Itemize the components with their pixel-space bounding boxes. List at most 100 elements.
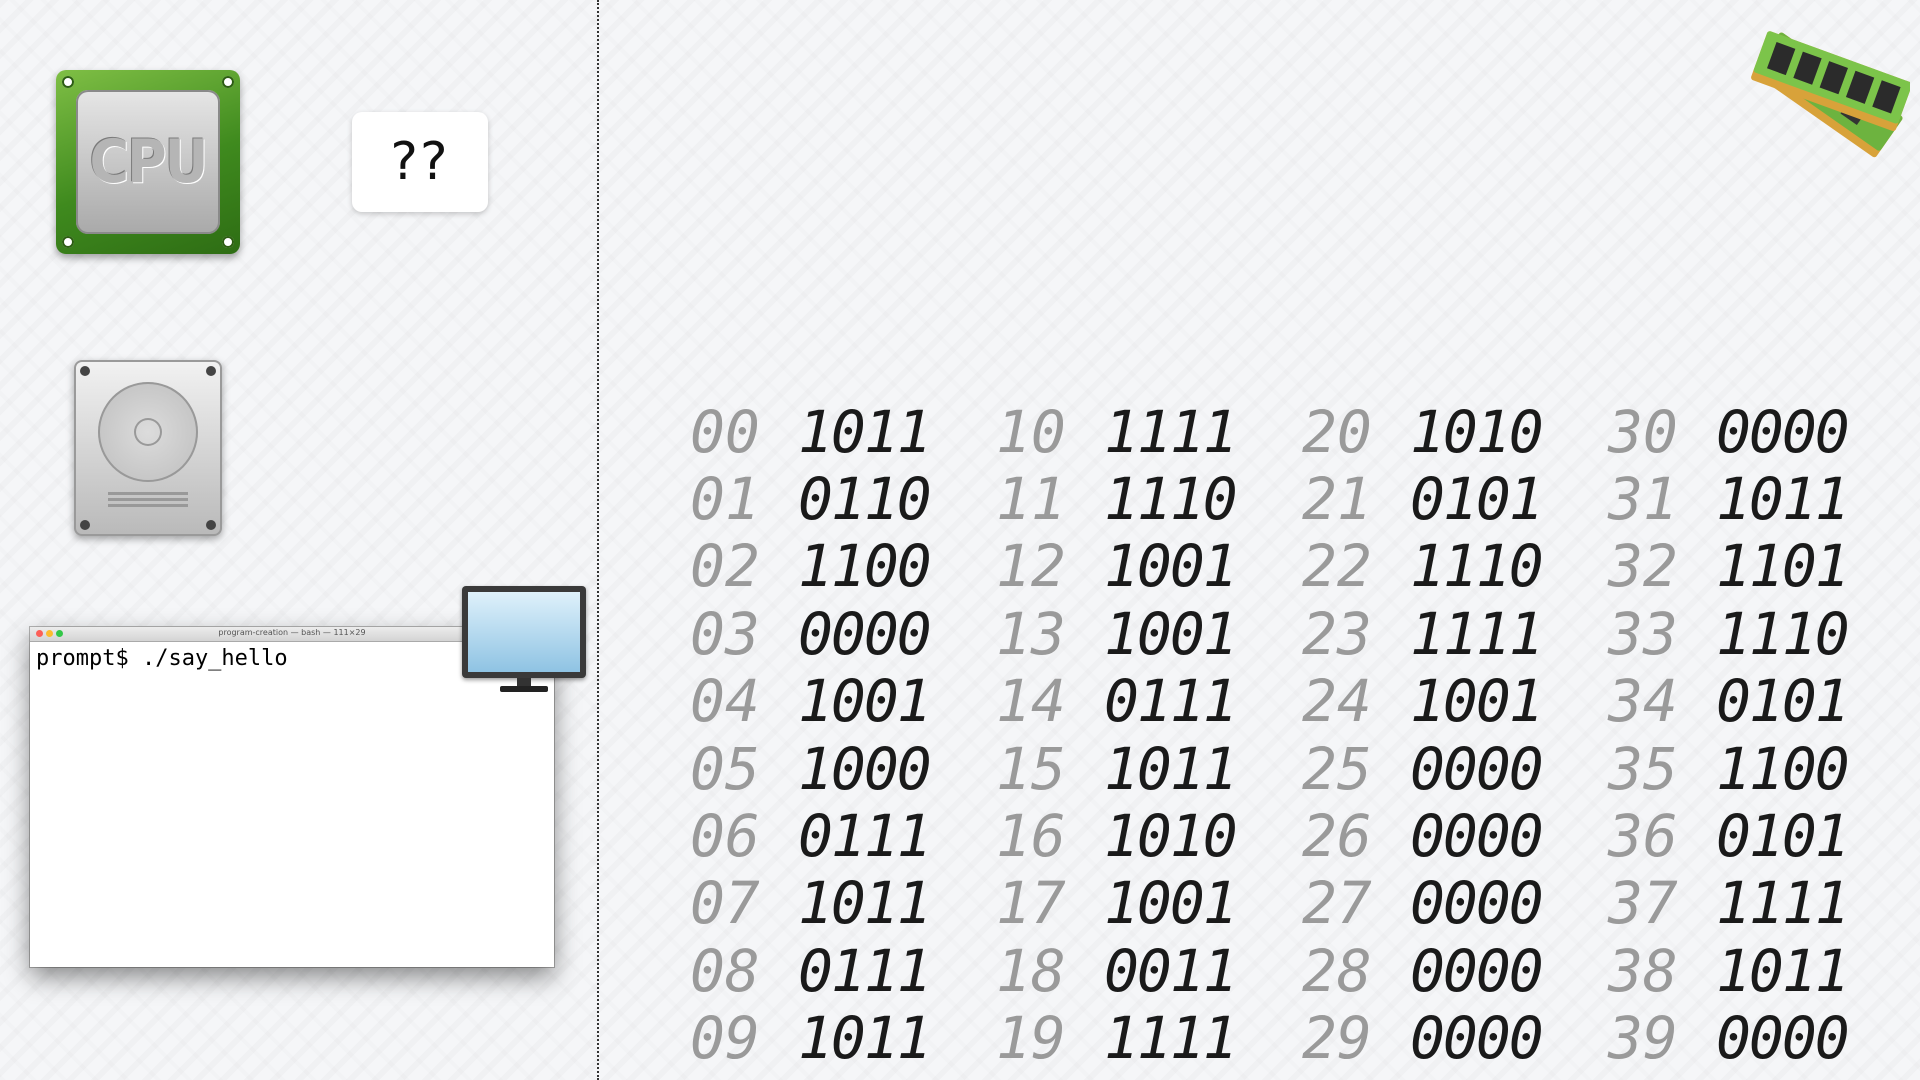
- memory-address: 12: [996, 532, 1066, 601]
- memory-address: 36: [1608, 802, 1678, 871]
- memory-address: 07: [690, 869, 760, 938]
- memory-value: 0111: [798, 936, 932, 1005]
- memory-cell: 05 1000: [690, 734, 996, 803]
- memory-address: 24: [1302, 667, 1372, 736]
- memory-value: 0011: [1104, 936, 1238, 1005]
- hard-drive-icon: [74, 360, 222, 536]
- terminal-window[interactable]: program-creation — bash — 111×29 prompt$…: [30, 627, 554, 967]
- memory-cell: 37 1111: [1608, 869, 1914, 938]
- drive-slot: [108, 498, 188, 501]
- memory-value: 0111: [798, 802, 932, 871]
- memory-address: 25: [1302, 734, 1372, 803]
- memory-address: 31: [1608, 465, 1678, 534]
- monitor-screen: [462, 586, 586, 678]
- memory-address: 02: [690, 532, 760, 601]
- memory-address: 21: [1302, 465, 1372, 534]
- memory-value: 1111: [1410, 599, 1544, 668]
- cpu-face: CPU: [76, 90, 220, 234]
- memory-cell: 22 1110: [1302, 532, 1608, 601]
- memory-value: 1111: [1716, 869, 1850, 938]
- cpu-label: CPU: [89, 127, 209, 197]
- memory-value: 1110: [1410, 532, 1544, 601]
- memory-address: 29: [1302, 1004, 1372, 1073]
- memory-address: 06: [690, 802, 760, 871]
- memory-cell: 25 0000: [1302, 734, 1608, 803]
- ram-icon: [1751, 31, 1910, 158]
- drive-slot: [108, 504, 188, 507]
- memory-value: 0111: [1104, 667, 1238, 736]
- memory-value: 1001: [1410, 667, 1544, 736]
- memory-address: 04: [690, 667, 760, 736]
- memory-address: 11: [996, 465, 1066, 534]
- close-button[interactable]: [36, 630, 43, 637]
- memory-value: 1100: [798, 532, 932, 601]
- screw: [80, 366, 90, 376]
- memory-value: 0101: [1410, 465, 1544, 534]
- memory-address: 00: [690, 397, 760, 466]
- disk-hub: [134, 418, 162, 446]
- maximize-button[interactable]: [56, 630, 63, 637]
- memory-address: 26: [1302, 802, 1372, 871]
- memory-address: 22: [1302, 532, 1372, 601]
- memory-address: 09: [690, 1004, 760, 1073]
- memory-value: 0000: [798, 599, 932, 668]
- memory-value: 0000: [1410, 936, 1544, 1005]
- drive-slot: [108, 492, 188, 495]
- monitor-neck: [517, 678, 531, 688]
- terminal-title: program-creation — bash — 111×29: [218, 628, 366, 637]
- screw: [80, 520, 90, 530]
- memory-address: 38: [1608, 936, 1678, 1005]
- memory-cell: 11 1110: [996, 465, 1302, 534]
- memory-value: 1100: [1716, 734, 1850, 803]
- memory-value: 1011: [1104, 734, 1238, 803]
- memory-address: 13: [996, 599, 1066, 668]
- unknown-instruction-box: ??: [352, 112, 488, 212]
- memory-value: 1011: [798, 869, 932, 938]
- memory-value: 1110: [1104, 465, 1238, 534]
- memory-value: 0000: [1410, 869, 1544, 938]
- memory-address: 37: [1608, 869, 1678, 938]
- monitor-icon: [462, 586, 586, 698]
- vertical-divider: [597, 0, 599, 1080]
- memory-value: 1000: [798, 734, 932, 803]
- memory-value: 1011: [1716, 936, 1850, 1005]
- memory-cell: 24 1001: [1302, 667, 1608, 736]
- memory-value: 1011: [798, 397, 932, 466]
- terminal-titlebar[interactable]: program-creation — bash — 111×29: [30, 627, 554, 642]
- memory-address: 14: [996, 667, 1066, 736]
- memory-address: 05: [690, 734, 760, 803]
- memory-value: 0000: [1410, 734, 1544, 803]
- memory-value: 0101: [1716, 667, 1850, 736]
- memory-value: 0101: [1716, 802, 1850, 871]
- memory-cell: 38 1011: [1608, 936, 1914, 1005]
- minimize-button[interactable]: [46, 630, 53, 637]
- screw: [222, 76, 234, 88]
- terminal-prompt[interactable]: prompt$ ./say_hello: [36, 646, 288, 671]
- memory-value: 1001: [1104, 599, 1238, 668]
- memory-cell: 36 0101: [1608, 802, 1914, 871]
- memory-value: 1010: [1104, 802, 1238, 871]
- memory-value: 0110: [798, 465, 932, 534]
- screw: [222, 236, 234, 248]
- memory-address: 19: [996, 1004, 1066, 1073]
- memory-address: 32: [1608, 532, 1678, 601]
- memory-value: 1101: [1716, 532, 1850, 601]
- memory-cell: 29 0000: [1302, 1004, 1608, 1073]
- memory-cell: 14 0111: [996, 667, 1302, 736]
- memory-value: 0000: [1410, 1004, 1544, 1073]
